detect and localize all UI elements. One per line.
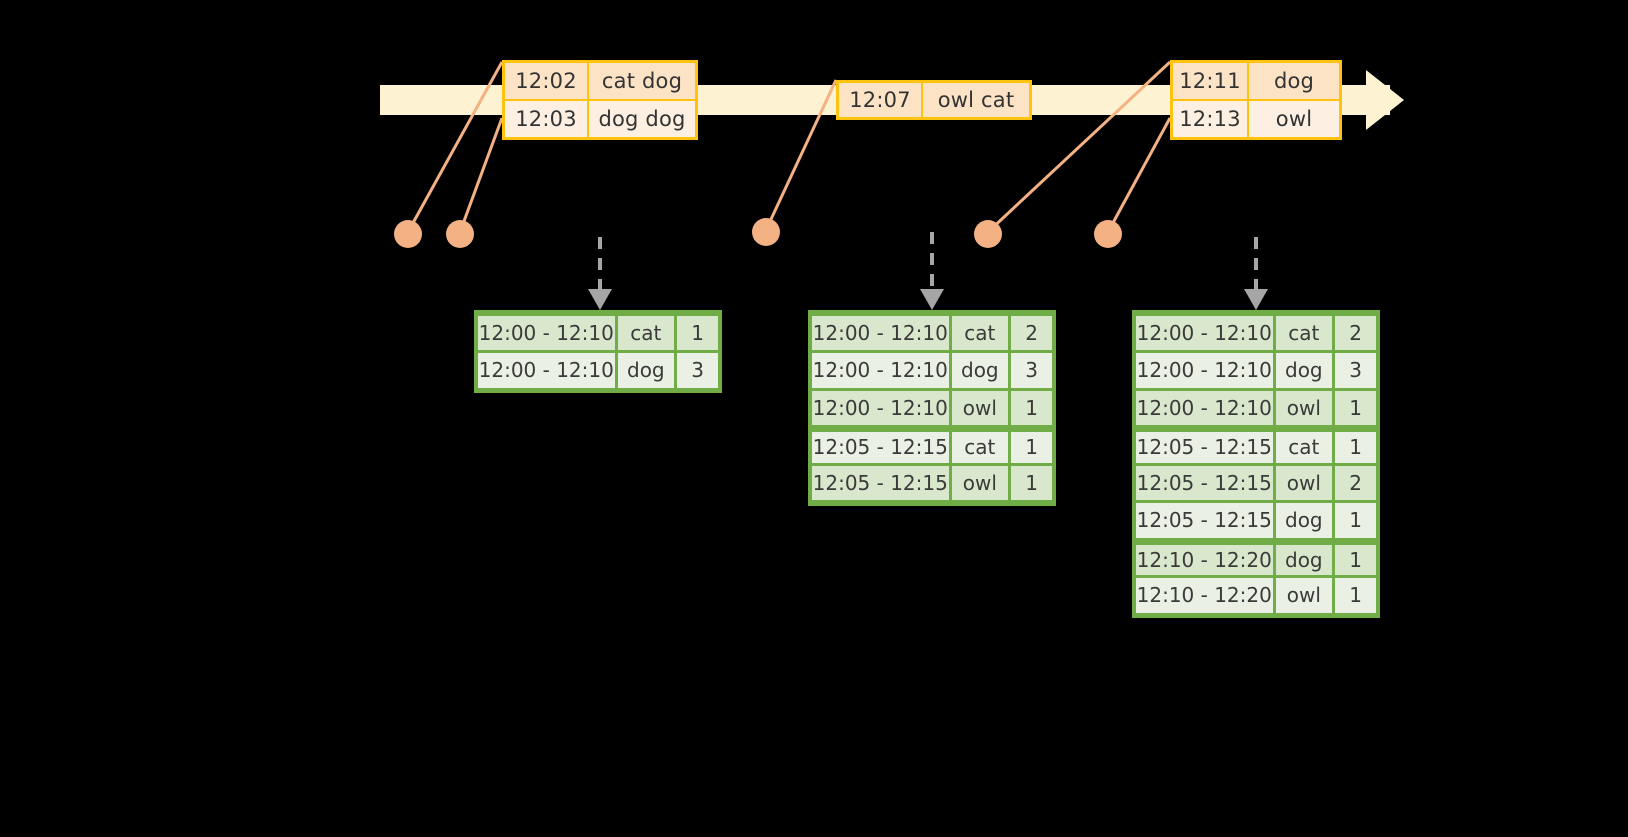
event-dot-1b xyxy=(446,220,474,248)
trigger-arrow-3-head xyxy=(1244,289,1268,310)
event-group-1[interactable]: 12:02 cat dog 12:03 dog dog xyxy=(502,60,698,140)
event-words: cat dog xyxy=(589,63,695,99)
event-words: owl xyxy=(1249,101,1339,137)
event-time: 12:13 xyxy=(1173,101,1249,137)
event-dot-3b xyxy=(1094,220,1122,248)
event-words: owl cat xyxy=(923,83,1029,117)
event-words: dog xyxy=(1249,63,1339,99)
word-cell: owl xyxy=(951,465,1012,500)
word-cell: owl xyxy=(1275,390,1336,425)
trigger-arrow-2-head xyxy=(920,289,944,310)
window-cell: 12:00 - 12:10 xyxy=(1136,353,1276,388)
window-cell: 12:10 - 12:20 xyxy=(1136,578,1276,613)
window-cell: 12:05 - 12:15 xyxy=(812,432,952,463)
event-dot-3a xyxy=(974,220,1002,248)
count-cell: 3 xyxy=(1011,353,1052,388)
word-cell: owl xyxy=(1275,578,1336,613)
event-row: 12:11 dog xyxy=(1173,63,1339,99)
count-cell: 1 xyxy=(677,315,718,350)
count-cell: 2 xyxy=(1335,465,1376,500)
count-cell: 1 xyxy=(1335,432,1376,463)
count-cell: 1 xyxy=(1335,503,1376,538)
window-cell: 12:00 - 12:10 xyxy=(1136,390,1276,425)
timeline-arrow-head xyxy=(1366,70,1404,130)
wire-event-1b xyxy=(458,117,504,233)
word-cell: cat xyxy=(1275,315,1336,350)
event-time: 12:02 xyxy=(505,63,589,99)
event-words: dog dog xyxy=(589,101,695,137)
window-cell: 12:05 - 12:15 xyxy=(1136,465,1276,500)
event-row: 12:07 owl cat xyxy=(839,83,1029,117)
event-time: 12:11 xyxy=(1173,63,1249,99)
count-cell: 1 xyxy=(1011,432,1052,463)
window-cell: 12:05 - 12:15 xyxy=(1136,432,1276,463)
event-time: 12:03 xyxy=(505,101,589,137)
count-cell: 2 xyxy=(1335,315,1376,350)
wire-event-3b xyxy=(1106,117,1172,233)
event-dot-2 xyxy=(752,218,780,246)
word-cell: cat xyxy=(951,315,1012,350)
count-cell: 3 xyxy=(1335,353,1376,388)
window-cell: 12:00 - 12:10 xyxy=(812,353,952,388)
count-cell: 1 xyxy=(1335,578,1376,613)
event-row: 12:03 dog dog xyxy=(505,99,695,137)
count-cell: 2 xyxy=(1011,315,1052,350)
event-group-3[interactable]: 12:11 dog 12:13 owl xyxy=(1170,60,1342,140)
word-cell: dog xyxy=(1275,544,1336,575)
event-time: 12:07 xyxy=(839,83,923,117)
word-cell: dog xyxy=(1275,503,1336,538)
window-cell: 12:00 - 12:10 xyxy=(478,353,618,388)
count-cell: 1 xyxy=(1011,465,1052,500)
count-cell: 3 xyxy=(677,353,718,388)
event-group-2[interactable]: 12:07 owl cat xyxy=(836,80,1032,120)
window-cell: 12:00 - 12:10 xyxy=(1136,315,1276,350)
word-cell: dog xyxy=(1275,353,1336,388)
window-cell: 12:10 - 12:20 xyxy=(1136,544,1276,575)
window-cell: 12:00 - 12:10 xyxy=(812,390,952,425)
event-row: 12:13 owl xyxy=(1173,99,1339,137)
count-cell: 1 xyxy=(1335,544,1376,575)
count-cell: 1 xyxy=(1011,390,1052,425)
window-cell: 12:00 - 12:10 xyxy=(812,315,952,350)
word-cell: cat xyxy=(617,315,678,350)
window-cell: 12:05 - 12:15 xyxy=(812,465,952,500)
window-cell: 12:05 - 12:15 xyxy=(1136,503,1276,538)
trigger-arrow-1-head xyxy=(588,289,612,310)
word-cell: dog xyxy=(617,353,678,388)
event-row: 12:02 cat dog xyxy=(505,63,695,99)
word-cell: cat xyxy=(951,432,1012,463)
window-cell: 12:00 - 12:10 xyxy=(478,315,618,350)
word-cell: owl xyxy=(1275,465,1336,500)
word-cell: owl xyxy=(951,390,1012,425)
event-dot-1a xyxy=(394,220,422,248)
count-cell: 1 xyxy=(1335,390,1376,425)
word-cell: cat xyxy=(1275,432,1336,463)
word-cell: dog xyxy=(951,353,1012,388)
